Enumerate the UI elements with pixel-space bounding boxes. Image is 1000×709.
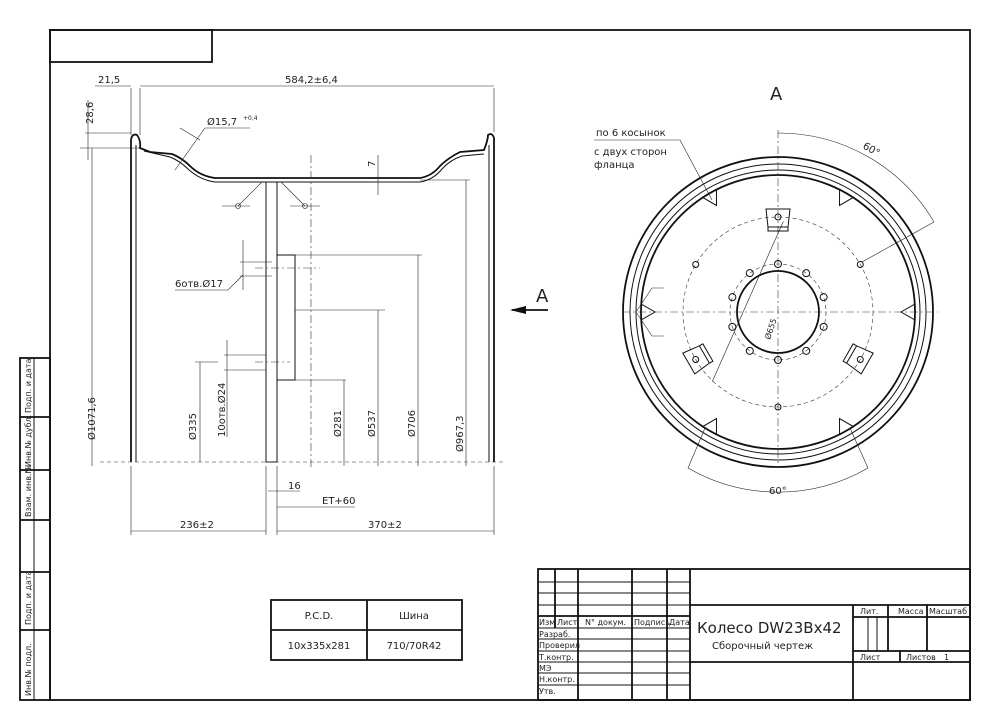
stamp-label: Инв.№ дубл. [24,415,33,467]
bolt-hole [774,356,782,364]
dim-7: 7 [367,161,378,167]
dim-d1071-6: Ø1071,6 [86,397,98,440]
lit-label: Лит. [860,607,878,616]
gusset-triangle [899,303,916,321]
stamp-label: Подп. и дата [24,570,33,625]
top-left-box [49,29,213,63]
spec-table: P.C.D. Шина 10x335x281 710/70R42 [270,599,463,661]
spec-value-tire: 710/70R42 [387,641,442,652]
dim-d281: Ø281 [332,410,344,437]
dim-et60: ET+60 [322,496,356,507]
angle-bottom: 60° [769,486,787,497]
dim-d15-7-tol: +0,4 [243,115,258,122]
drawing-title: Колесо DW23Bx42 [697,619,842,637]
gusset-triangle [701,188,718,207]
bolt-hole [745,269,754,278]
dim-236: 236±2 [180,520,214,531]
sheets-label: Листов [906,653,936,662]
rim-profile [130,133,495,462]
gusset-triangle [838,188,855,207]
header-date: Дата [669,618,690,627]
role-label: Утв. [539,687,556,696]
mass-label: Масса [898,607,924,616]
spec-header-pcd: P.C.D. [305,611,334,622]
note-line1: по 6 косынок [596,128,666,139]
angle-top: 60° [861,141,882,159]
sheets-count: 1 [944,653,949,662]
spec-value-pcd: 10x335x281 [288,641,351,652]
dim-d15-7: Ø15,7 [207,116,237,128]
mount-hole [856,261,864,268]
stamp-label: Подп. и дата [24,358,33,413]
dim-16: 16 [288,481,301,492]
dim-21-5: 21,5 [98,75,120,86]
header-doc-no: N° докум. [585,618,626,627]
mount-hole [856,356,864,363]
view-arrow-label: A [536,286,549,307]
dim-370: 370±2 [368,520,402,531]
bolt-hole [802,346,811,355]
title-block: Изм Лист N° докум. Подпись Дата Разраб. … [537,568,971,701]
gusset-pad [842,343,874,375]
role-label: Т.контр. [538,653,574,662]
drawing-subtitle: Сборочный чертеж [712,641,813,652]
role-label: Н.контр. [539,675,575,684]
gusset-pad [765,208,791,232]
header-izm: Изм [539,618,555,627]
bolt-hole [728,293,737,302]
mount-hole [774,213,782,221]
bolt-hole [745,346,754,355]
dim-10-holes: 10отв.Ø24 [216,383,228,437]
bolt-hole [819,322,828,331]
dim-d335: Ø335 [187,413,199,440]
note-line3: фланца [594,160,635,171]
hub-plate [276,254,296,381]
gusset-triangle [701,417,718,436]
mount-hole [692,356,700,363]
gusset-triangle [640,303,657,321]
view-a-label: A [770,84,783,105]
sheet-label: Лист [860,653,881,662]
sheet-frame [49,29,971,701]
gusset-triangle [838,417,855,436]
stamp-label: Инв.№ подл. [24,643,33,696]
gusset-pad [682,343,714,375]
mount-hole [692,261,700,268]
role-label: Разраб. [539,630,570,639]
role-label: МЭ [539,664,552,673]
section-view: 21,5 584,2±6,4 28,6 Ø15,7 +0,4 7 6отв.Ø1… [80,75,549,535]
disc [265,181,278,463]
bolt-hole [819,293,828,302]
view-arrow-icon [510,306,526,314]
header-list: Лист [557,618,578,627]
dim-28-6: 28,6 [85,102,96,124]
spec-header-tire: Шина [399,611,429,622]
scale-label: Масштаб [929,607,967,616]
view-a: A Ø655 по 6 косынок с двух сторон фланца… [594,84,938,497]
dim-6-holes: 6отв.Ø17 [175,278,223,290]
bolt-hole [802,269,811,278]
dim-d706: Ø706 [406,410,418,437]
stamp-label: Взам. инв.№ [24,465,33,517]
side-stamp: Подп. и дата Инв.№ дубл. Взам. инв.№ Под… [19,357,51,701]
dim-d537: Ø537 [366,410,378,437]
bolt-hole [774,260,782,268]
header-sign: Подпись [634,618,670,627]
bolt-hole [728,322,737,331]
dim-584: 584,2±6,4 [285,75,338,86]
dim-d655: Ø655 [762,317,778,341]
dim-d967-3: Ø967,3 [454,416,466,453]
role-label: Проверил [539,641,580,650]
mount-hole [774,403,782,411]
note-line2: с двух сторон [594,147,667,158]
